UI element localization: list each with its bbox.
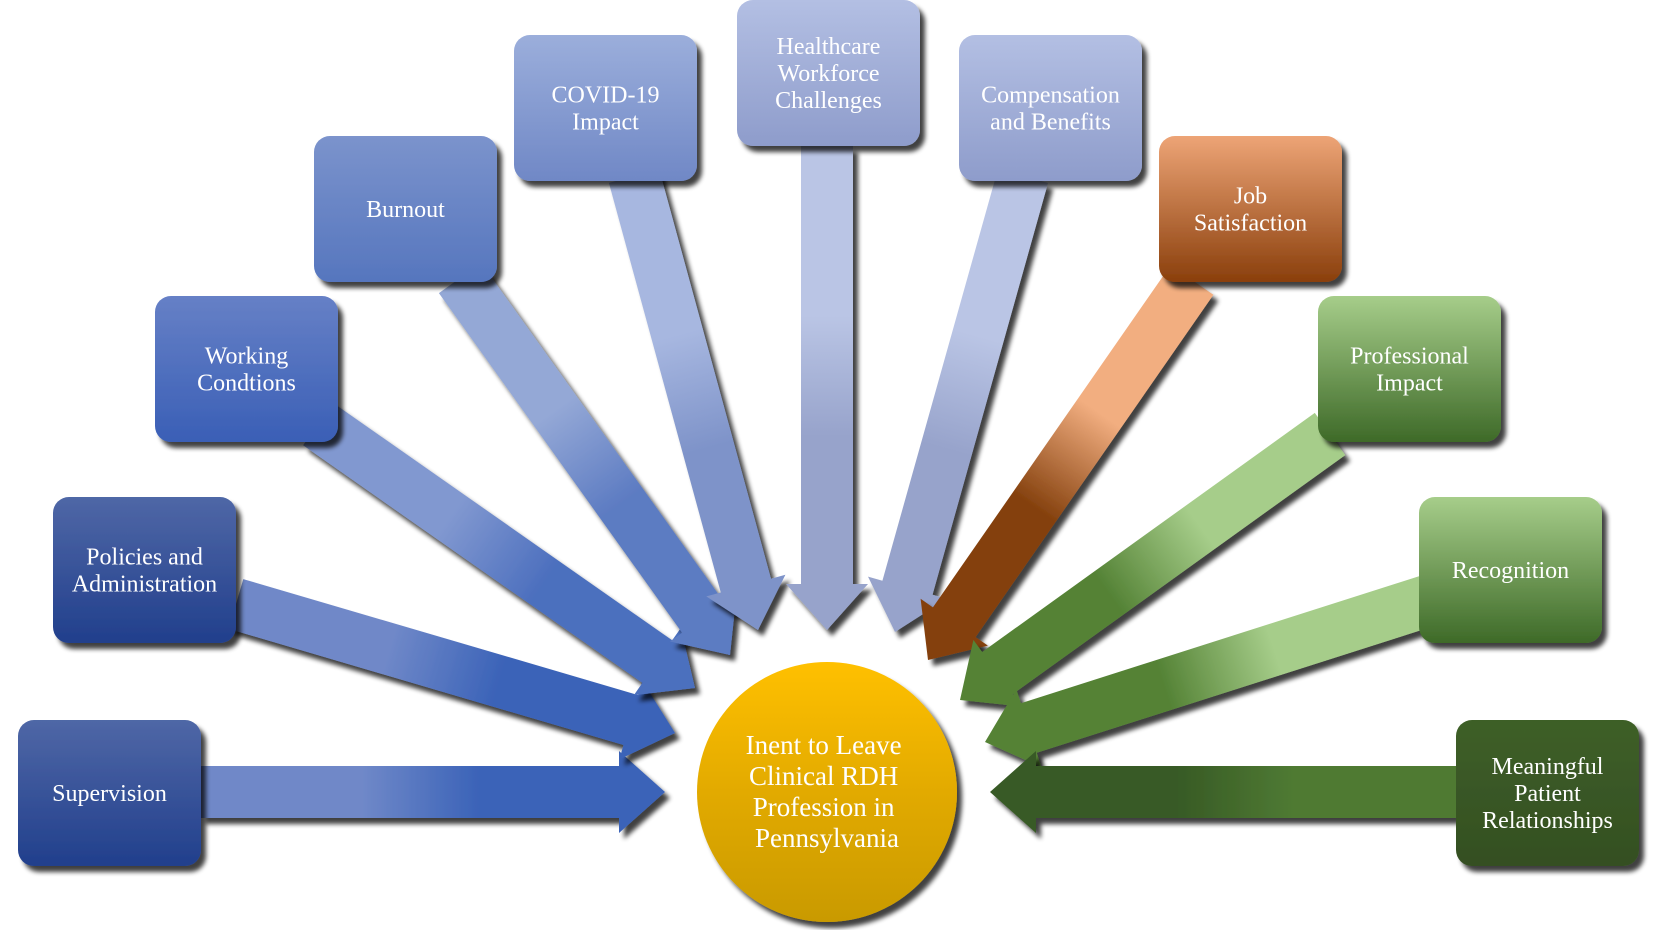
- factor-label-line: Compensation: [981, 83, 1120, 109]
- factor-label-line: Impact: [572, 110, 639, 136]
- center-label: Inent to Leave Clinical RDH Profession i…: [746, 730, 909, 853]
- arrow-compensation-benefits: [868, 169, 1048, 632]
- arrow-professional-impact: [960, 412, 1346, 707]
- factor-label-line: and Benefits: [990, 110, 1111, 136]
- factor-box: [53, 497, 236, 643]
- arrow-policies-administration: [228, 579, 675, 760]
- arrow-working-conditions: [303, 402, 695, 696]
- factor-label-line: Policies and: [86, 545, 203, 571]
- center-label-line: Pennsylvania: [755, 823, 899, 853]
- arrow-supervision: [200, 751, 665, 833]
- center-node: Inent to Leave Clinical RDH Profession i…: [697, 662, 957, 922]
- factor-label-line: COVID-19: [552, 83, 660, 109]
- factor-label-line: Patient: [1514, 781, 1581, 807]
- arrow-meaningful-patient-relationships: [990, 751, 1456, 833]
- factor-label-line: Workforce: [777, 61, 879, 87]
- factor-box: [1318, 296, 1501, 442]
- factor-label-line: Burnout: [366, 197, 445, 223]
- factor-box: [514, 35, 697, 181]
- factor-label-line: Challenges: [775, 88, 882, 114]
- factor-box: [1159, 136, 1342, 282]
- factor-label-line: Job: [1234, 184, 1267, 210]
- factor-label: Recognition: [1452, 558, 1569, 584]
- factor-box: [1456, 720, 1639, 866]
- factor-box: [155, 296, 338, 442]
- factor-label-line: Working: [205, 344, 288, 370]
- center-label-line: Clinical RDH: [749, 761, 898, 791]
- center-circle: [697, 662, 957, 922]
- center-label-line: Inent to Leave: [746, 730, 902, 760]
- factor-node-recognition: Recognition: [1419, 497, 1602, 643]
- factor-label-line: Satisfaction: [1194, 211, 1307, 237]
- factor-label-line: Relationships: [1482, 808, 1613, 834]
- factor-box: [737, 0, 920, 146]
- factor-box: [1419, 497, 1602, 643]
- center-label-line: Profession in: [753, 792, 895, 822]
- factor-label-line: Impact: [1376, 371, 1443, 397]
- factor-node-supervision: Supervision: [18, 720, 201, 866]
- factor-box: [959, 35, 1142, 181]
- arrow-recognition: [985, 575, 1438, 768]
- factor-box: [314, 136, 497, 282]
- factor-label-line: Meaningful: [1492, 754, 1604, 780]
- factor-label-line: Recognition: [1452, 558, 1569, 584]
- factor-box: [18, 720, 201, 866]
- factor-label-line: Healthcare: [777, 34, 881, 60]
- factor-label-line: Condtions: [197, 371, 296, 397]
- factor-label: Supervision: [52, 781, 167, 807]
- factor-label-line: Professional: [1350, 344, 1469, 370]
- factor-node-burnout: Burnout: [314, 136, 497, 282]
- factor-label-line: Supervision: [52, 781, 167, 807]
- arrow-covid-19-impact: [608, 169, 786, 630]
- arrow-healthcare-workforce-challenges: [786, 146, 868, 630]
- factor-label: Burnout: [366, 197, 445, 223]
- arrow-job-satisfaction: [920, 265, 1214, 660]
- factor-label-line: Administration: [72, 572, 217, 598]
- arrows-layer: [200, 146, 1456, 833]
- arrow-burnout: [438, 262, 737, 655]
